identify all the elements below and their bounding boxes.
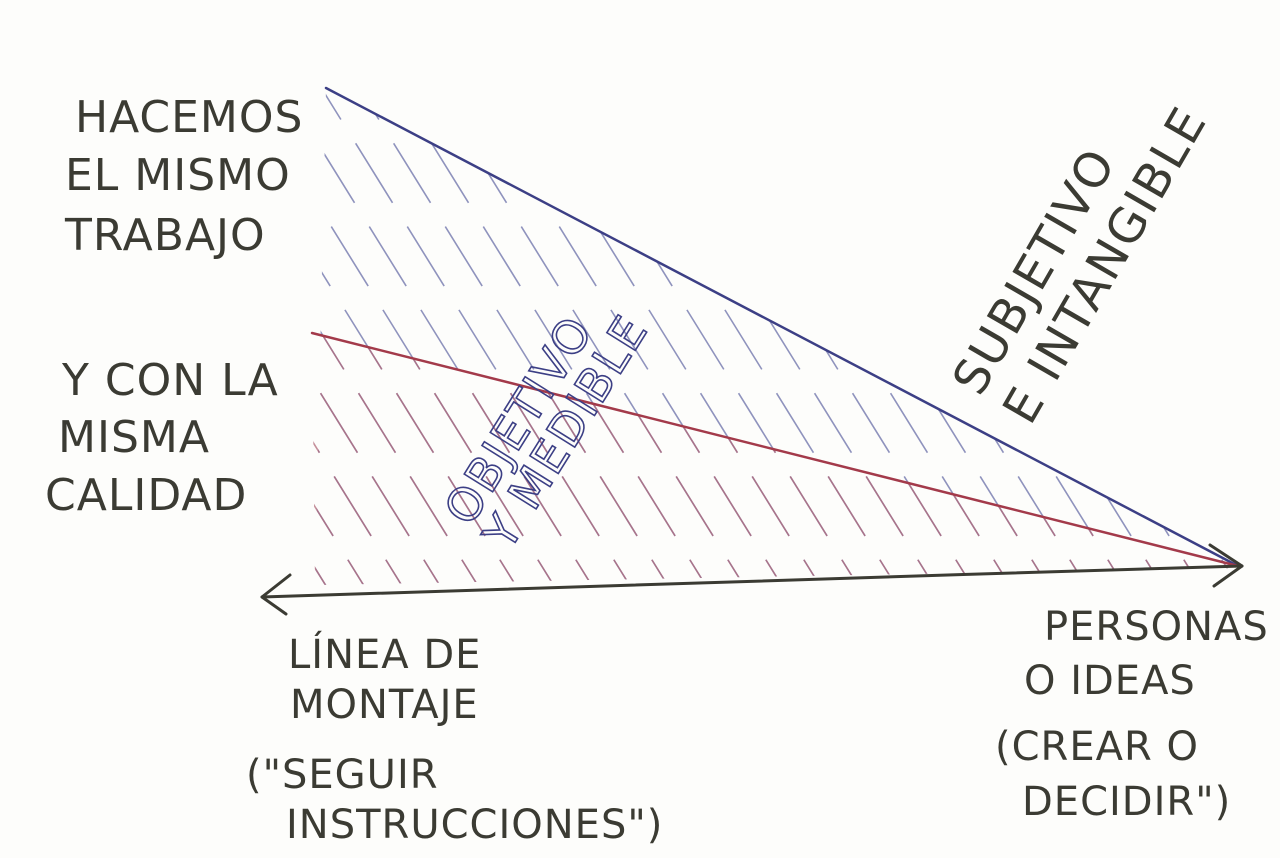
axis-right-label: PERSONAS O IDEAS (CREAR O DECIDIR") <box>995 604 1269 825</box>
label-instrucciones: INSTRUCCIONES") <box>286 802 663 848</box>
red-hatch-stroke <box>1215 333 1240 585</box>
red-hatch-stroke <box>455 333 792 585</box>
label-trabajo: TRABAJO <box>64 210 266 261</box>
blue-hatch-stroke <box>1215 88 1240 585</box>
red-hatch-stroke <box>341 333 678 585</box>
axis-line <box>260 564 1244 599</box>
red-hatch-stroke <box>312 333 526 585</box>
red-hatch-stroke <box>683 333 1020 585</box>
label-seguir: ("SEGUIR <box>246 752 439 798</box>
axis-arrow-right <box>1208 543 1244 588</box>
red-hatch-stroke <box>569 333 906 585</box>
axis-arrow-left <box>260 573 292 616</box>
label-y-con-la: Y CON LA <box>61 355 279 406</box>
label-decidir: DECIDIR") <box>1022 779 1231 825</box>
label-personas: PERSONAS <box>1044 604 1269 650</box>
subjective-label: SUBJETIVO E INTANGIBLE <box>942 97 1218 433</box>
label-calidad: CALIDAD <box>45 470 247 521</box>
label-hacemos: HACEMOS <box>75 92 303 143</box>
axis-left-label: LÍNEA DE MONTAJE ("SEGUIR INSTRUCCIONES"… <box>246 630 663 848</box>
red-hatch-stroke <box>721 333 1058 585</box>
label-misma: MISMA <box>58 412 210 463</box>
red-hatch-stroke <box>312 333 564 585</box>
red-hatch-stroke <box>379 333 716 585</box>
blue-line <box>324 86 1240 568</box>
red-hatch-stroke <box>645 333 982 585</box>
left-label-bottom: Y CON LA MISMA CALIDAD <box>45 355 279 521</box>
label-el-mismo: EL MISMO <box>65 150 291 201</box>
horizontal-axis <box>260 543 1244 616</box>
red-hatch-stroke <box>312 333 488 585</box>
label-linea-de: LÍNEA DE <box>288 630 481 678</box>
label-crear-o: (CREAR O <box>995 724 1199 770</box>
red-hatch-stroke <box>531 333 868 585</box>
red-hatch-stroke <box>312 333 450 585</box>
label-montaje: MONTAJE <box>290 682 479 728</box>
label-o-ideas: O IDEAS <box>1024 658 1196 704</box>
red-line <box>310 331 1240 568</box>
red-hatch-stroke <box>312 333 640 585</box>
red-hatch-stroke <box>312 333 602 585</box>
red-hatch-stroke <box>607 333 944 585</box>
left-label-top: HACEMOS EL MISMO TRABAJO <box>64 92 303 261</box>
red-hatch-stroke <box>312 333 412 585</box>
red-hatch-stroke <box>493 333 830 585</box>
red-hatch-stroke <box>312 333 374 585</box>
red-hatch-stroke <box>417 333 754 585</box>
